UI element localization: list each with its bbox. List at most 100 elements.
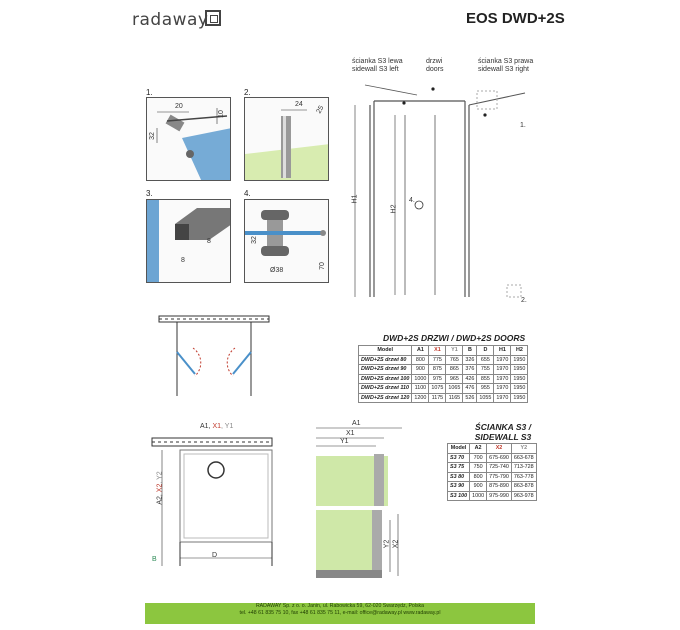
detail-2-drawing (245, 109, 328, 180)
table-cell: 1075 (428, 383, 447, 394)
section-y1-label: Y1 (340, 438, 349, 445)
elevation-ref-4: 4. (409, 197, 415, 204)
footer-bar: RADAWAY Sp. z o. o. Janin, ul. Rabowicka… (145, 603, 535, 624)
detail-4-panel: 32 Ø38 70 (244, 199, 329, 283)
door-swing-diagram (158, 315, 270, 396)
table-cell: 955 (476, 383, 495, 394)
doors_table-header-cell: H1 (493, 345, 512, 356)
section-top-drawing (316, 427, 402, 506)
table-cell: 1970 (493, 392, 512, 403)
table-cell: 765 (445, 354, 464, 365)
detail-3-width: 8 (181, 257, 185, 264)
table-cell: 426 (462, 373, 478, 384)
detail-4-drawing (245, 210, 326, 256)
table-cell: 800 (469, 471, 488, 482)
table-cell: 763-778 (510, 471, 537, 482)
table-cell: 900 (411, 364, 430, 375)
table-cell: 1000 (469, 490, 488, 501)
elevation-drawing (354, 84, 526, 298)
detail-3-height: 8 (207, 238, 211, 245)
section-top-panel: A1 X1 Y1 (312, 418, 404, 506)
table-cell: 725-740 (486, 462, 512, 473)
footer-address: RADAWAY Sp. z o. o. Janin, ul. Rabowicka… (255, 603, 425, 609)
plan-d-label: D (212, 552, 218, 559)
detail-3-drawing (147, 200, 230, 282)
table-cell: 1950 (510, 383, 529, 394)
doors_table-header-cell: H2 (510, 345, 529, 356)
table-cell: 1100 (411, 383, 430, 394)
table-cell: 855 (476, 373, 495, 384)
detail-4-diameter: Ø38 (270, 267, 284, 274)
plan-view-drawing (151, 437, 273, 566)
table-cell: 1970 (493, 354, 512, 365)
elevation-h2-label: H2 (390, 204, 398, 214)
elevation-h1-label: H1 (351, 194, 359, 204)
table-cell: 1175 (428, 392, 447, 403)
table-cell: S3 100 (446, 490, 471, 501)
table-cell: DWD+2S drzwi 80 (357, 354, 413, 365)
doors_table-header-cell: Y1 (445, 345, 464, 356)
table-cell: 376 (462, 364, 478, 375)
table-cell: 975-990 (486, 490, 512, 501)
section-bottom-panel: Y2 X2 (312, 510, 404, 598)
model-title: EOS DWD+2S (466, 10, 565, 27)
walls-table-title: ŚCIANKA S3 /SIDEWALL S3 (474, 422, 532, 442)
table-cell: 775-790 (486, 471, 512, 482)
detail-2-a: 24 (295, 101, 303, 108)
table-cell: 1055 (476, 392, 495, 403)
detail-1-height: 10 (217, 110, 225, 118)
table-cell: 1950 (510, 354, 529, 365)
detail-2-number: 2. (244, 88, 251, 97)
detail-1-vertical: 32 (148, 132, 156, 140)
detail-4-vertical: 70 (318, 262, 326, 270)
table-cell: 713-728 (510, 462, 537, 473)
table-cell: 655 (476, 354, 495, 365)
doors_table-header-cell: B (462, 345, 478, 356)
detail-1-width: 20 (175, 103, 183, 110)
detail-4-number: 4. (244, 189, 251, 198)
plan-width-label: A1, X1, Y1 (200, 423, 234, 430)
table-cell: 663-678 (510, 452, 537, 463)
table-cell: 1950 (510, 364, 529, 375)
walls_table-header-cell: X2 (486, 443, 512, 454)
detail-1-drawing (156, 108, 230, 180)
detail-3-number: 3. (146, 189, 153, 198)
table-cell: 1065 (445, 383, 464, 394)
detail-2-panel: 24 25 (244, 97, 329, 181)
footer-contact: tel. +48 61 835 75 10, fax +48 61 835 75… (239, 610, 441, 616)
table-cell: 755 (476, 364, 495, 375)
table-cell: 326 (462, 354, 478, 365)
table-cell: 476 (462, 383, 478, 394)
plan-depth-label: A2, X2, Y2 (156, 471, 164, 505)
table-cell: S3 90 (446, 481, 471, 492)
table-cell: 800 (411, 354, 430, 365)
table-cell: 1970 (493, 383, 512, 394)
walls_table-header-cell: Y2 (510, 443, 537, 454)
plan-b-label: B (152, 556, 157, 563)
table-cell: 1970 (493, 373, 512, 384)
elevation-ref-2: 2. (521, 297, 527, 304)
section-x1-label: X1 (346, 430, 355, 437)
table-cell: 1950 (510, 392, 529, 403)
table-cell: 1970 (493, 364, 512, 375)
brand-logo-icon (205, 10, 221, 26)
table-cell: 1200 (411, 392, 430, 403)
table-cell: 900 (469, 481, 488, 492)
table-cell: 700 (469, 452, 488, 463)
section-a1-label: A1 (352, 420, 361, 427)
table-cell: 526 (462, 392, 478, 403)
table-cell: 675-690 (486, 452, 512, 463)
